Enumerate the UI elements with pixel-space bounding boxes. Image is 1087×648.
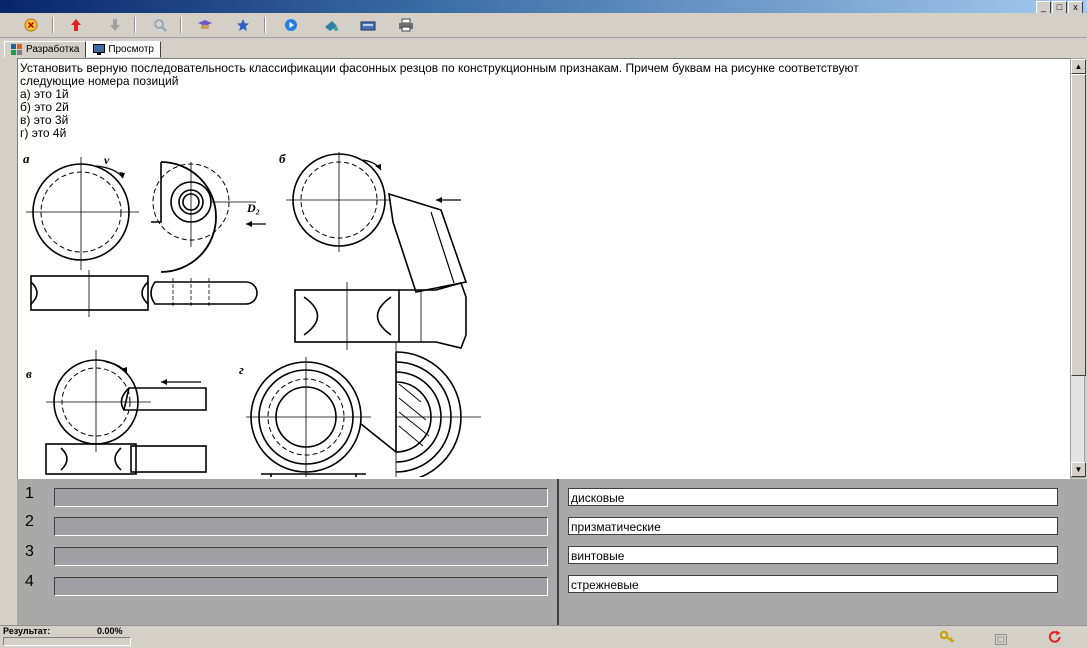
title-bar: _ □ x: [0, 0, 1087, 14]
status-bar: Результат: 0.00%: [0, 625, 1087, 647]
scroll-thumb[interactable]: [1071, 74, 1086, 376]
tab-development[interactable]: Разработка: [4, 41, 87, 58]
cap-icon[interactable]: [196, 16, 214, 34]
tab-bar: Разработка Просмотр: [4, 41, 161, 58]
refresh-icon[interactable]: [1048, 630, 1062, 647]
drop-slot-1[interactable]: [54, 488, 548, 507]
printer-icon[interactable]: [397, 16, 415, 34]
answer-option-4[interactable]: стрежневые: [568, 575, 1058, 593]
position-number-1: 1: [25, 485, 34, 502]
result-progress: [3, 637, 131, 646]
arrow-up-icon[interactable]: [67, 16, 85, 34]
result-label: Результат:: [3, 626, 51, 636]
question-item-c: в) это 3й: [20, 113, 69, 127]
question-line-1: Установить верную последовательность кла…: [20, 61, 859, 75]
answer-option-3[interactable]: винтовые: [568, 546, 1058, 564]
keyboard-icon[interactable]: [359, 16, 377, 34]
figure-annotation-d2: D₂: [246, 201, 260, 215]
question-item-b: б) это 2й: [20, 100, 69, 114]
scroll-down-button[interactable]: ▼: [1071, 462, 1086, 477]
question-panel: Установить верную последовательность кла…: [17, 58, 1072, 480]
check-icon[interactable]: [995, 632, 1007, 648]
monitor-icon: [93, 44, 106, 55]
tab-development-label: Разработка: [26, 44, 80, 55]
key-icon[interactable]: [939, 630, 956, 647]
answer-option-1[interactable]: дисковые: [568, 488, 1058, 506]
figure-annotation-v: v: [104, 153, 110, 167]
play-icon[interactable]: [282, 16, 300, 34]
cutter-figure: а б в г v D₂: [23, 152, 481, 477]
question-line-2: следующие номера позиций: [20, 74, 179, 88]
panel-divider: [557, 479, 559, 625]
drop-slot-2[interactable]: [54, 517, 548, 536]
question-item-a: а) это 1й: [20, 87, 69, 101]
figure-label-g: г: [239, 362, 244, 377]
position-number-4: 4: [25, 573, 34, 590]
star-icon[interactable]: [234, 16, 252, 34]
position-number-2: 2: [25, 513, 34, 530]
tab-preview-label: Просмотр: [108, 44, 154, 55]
tab-preview[interactable]: Просмотр: [86, 41, 161, 58]
drop-slot-3[interactable]: [54, 547, 548, 566]
figure-label-v: в: [26, 366, 32, 381]
answer-option-2[interactable]: призматические: [568, 517, 1058, 535]
figure-label-a: а: [23, 152, 30, 166]
close-circle-icon[interactable]: [22, 16, 40, 34]
arrow-down-icon[interactable]: [106, 16, 124, 34]
drop-slot-4[interactable]: [54, 577, 548, 596]
search-icon[interactable]: [151, 16, 169, 34]
answer-panel: 1 2 3 4 дисковые призматические винтовые…: [17, 479, 1087, 625]
toolbar: [0, 13, 1087, 38]
scroll-up-button[interactable]: ▲: [1071, 59, 1086, 74]
position-number-3: 3: [25, 543, 34, 560]
maximize-button[interactable]: □: [1052, 1, 1067, 14]
result-value: 0.00%: [97, 626, 123, 636]
question-item-d: г) это 4й: [20, 126, 67, 140]
grid-icon: [11, 44, 22, 55]
figure-label-b: б: [279, 152, 286, 166]
question-text: Установить верную последовательность кла…: [20, 62, 1060, 140]
paint-icon[interactable]: [322, 16, 340, 34]
vertical-scrollbar[interactable]: ▲ ▼: [1070, 58, 1086, 478]
